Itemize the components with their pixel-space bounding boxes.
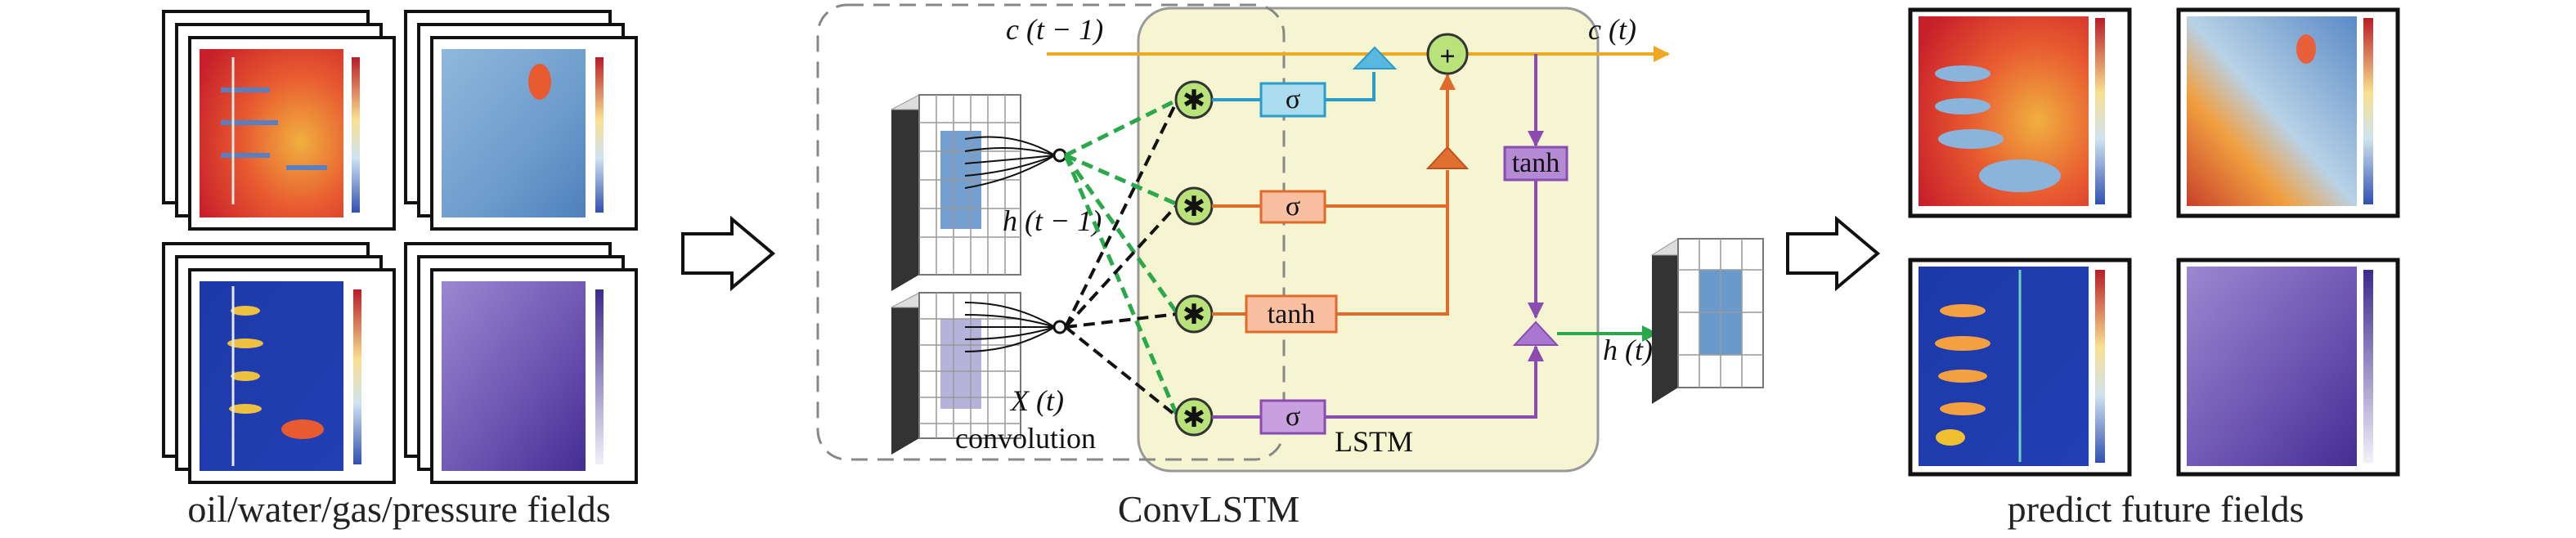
oil-field-stack	[162, 10, 396, 231]
hidden-connections	[1063, 97, 1180, 418]
output-tanh-box: tanh	[1503, 146, 1568, 182]
lstm-label: LSTM	[1335, 425, 1413, 458]
output-multiply-triangle	[1512, 321, 1560, 346]
pressure-field-stack	[404, 242, 638, 484]
conv-node-1: ✱	[1174, 80, 1214, 119]
predicted-gas-field	[1908, 258, 2132, 477]
conv-node-4: ✱	[1174, 397, 1214, 437]
input-multiply-triangle	[1425, 146, 1470, 169]
gas-field-stack	[162, 242, 396, 484]
convolution-region	[816, 3, 1286, 461]
input-gate-box: σ	[1259, 190, 1326, 224]
svg-text:✱: ✱	[1183, 300, 1206, 330]
output-tensor	[1650, 238, 1765, 404]
model-to-output-arrow	[1786, 215, 1881, 292]
hidden-state-tensor	[891, 94, 1067, 291]
output-gate-label: σ	[1286, 401, 1300, 432]
c-next-label: c (t)	[1588, 13, 1636, 46]
svg-text:+: +	[1439, 42, 1455, 72]
c-prev-label: c (t − 1)	[1006, 13, 1103, 46]
input-fields-panel: oil/water/gas/pressure fields	[162, 10, 638, 530]
predicted-pressure-field	[2176, 258, 2400, 477]
candidate-tanh-box: tanh	[1245, 294, 1338, 334]
output-tanh-label: tanh	[1512, 148, 1560, 178]
input-gate-label: σ	[1286, 191, 1300, 222]
svg-text:✱: ✱	[1183, 86, 1206, 116]
convlstm-block: c (t − 1) c (t) h (t − 1)	[816, 3, 1765, 530]
input-connections	[1064, 99, 1179, 419]
forget-gate-label: σ	[1286, 84, 1300, 114]
conv-node-3: ✱	[1174, 294, 1214, 334]
candidate-tanh-label: tanh	[1268, 299, 1316, 330]
input-to-model-arrow	[681, 215, 776, 292]
forget-multiply-triangle	[1352, 46, 1398, 69]
svg-text:✱: ✱	[1183, 403, 1206, 433]
output-gate-box: σ	[1259, 399, 1326, 435]
x-t-label: X (t)	[1009, 384, 1064, 417]
forget-gate-box: σ	[1259, 82, 1326, 118]
convolution-label: convolution	[955, 422, 1096, 455]
water-field-stack	[404, 10, 638, 231]
input-tensor	[891, 292, 1067, 455]
conv-node-2: ✱	[1174, 186, 1214, 226]
h-prev-label: h (t − 1)	[1003, 204, 1102, 237]
lstm-panel	[1137, 7, 1600, 473]
output-fields-caption: predict future fields	[2008, 488, 2304, 530]
predicted-water-field	[2176, 7, 2400, 218]
h-next-label: h (t)	[1603, 334, 1653, 366]
input-fields-caption: oil/water/gas/pressure fields	[187, 488, 610, 530]
model-caption: ConvLSTM	[1118, 488, 1299, 530]
cell-add-node: +	[1426, 33, 1469, 75]
predicted-oil-field	[1908, 7, 2132, 218]
output-fields-panel: predict future fields	[1908, 7, 2400, 530]
svg-text:✱: ✱	[1183, 192, 1206, 222]
